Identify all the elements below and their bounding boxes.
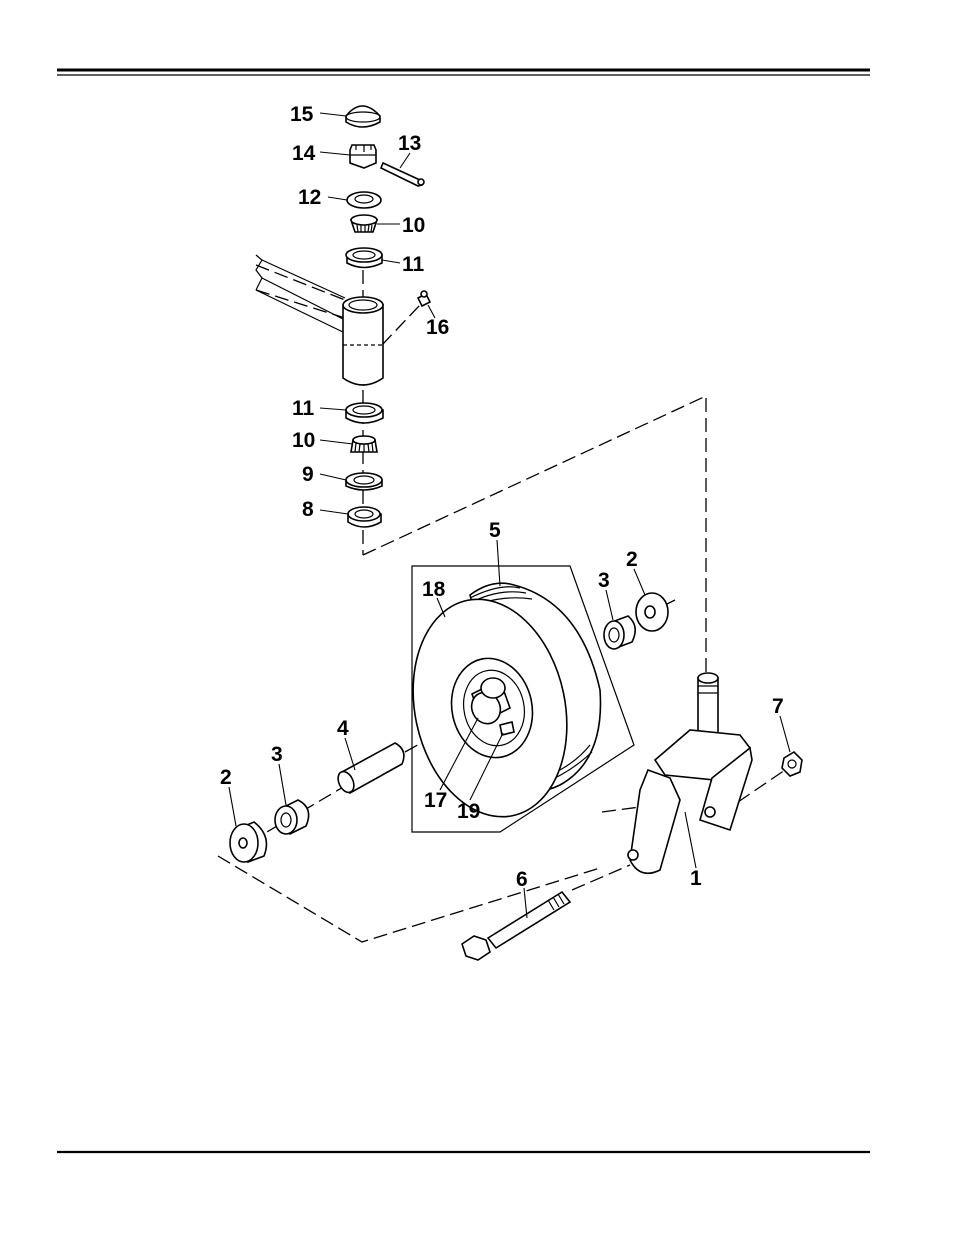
bearing-cup-lower	[346, 403, 383, 423]
callout-10-upper: 10	[402, 214, 425, 237]
callout-11-lower: 11	[292, 397, 315, 420]
spacer-left	[230, 822, 266, 862]
callout-19: 19	[457, 800, 480, 823]
callout-6: 6	[516, 868, 528, 891]
washer-lower	[346, 473, 382, 490]
axle-spacer-tube	[335, 743, 404, 795]
callout-10-lower: 10	[292, 429, 315, 452]
callout-3-right: 3	[598, 569, 610, 592]
spindle-housing	[343, 297, 383, 385]
callout-14: 14	[292, 142, 316, 165]
callout-2-right: 2	[626, 548, 638, 571]
callout-17: 17	[424, 789, 447, 812]
washer-top	[347, 192, 381, 208]
seal	[348, 507, 381, 527]
axle-bolt	[462, 892, 570, 960]
spacer-right	[636, 593, 668, 631]
callout-18: 18	[422, 578, 446, 601]
callout-5: 5	[489, 519, 501, 542]
grease-fitting	[418, 291, 430, 306]
callout-8: 8	[302, 498, 314, 521]
callout-13: 13	[398, 132, 421, 155]
lock-nut	[782, 752, 802, 776]
castle-nut	[350, 145, 376, 168]
bearing-cone-lower	[351, 436, 377, 452]
callout-3-left: 3	[271, 743, 283, 766]
caster-fork	[628, 673, 752, 873]
callout-1: 1	[690, 867, 702, 890]
callout-4: 4	[337, 717, 349, 740]
bearing-cone-upper	[351, 215, 377, 232]
callout-7: 7	[772, 695, 784, 718]
cotter-pin	[381, 163, 424, 186]
callout-12: 12	[298, 186, 321, 209]
callout-16: 16	[426, 316, 449, 339]
wheel-bearing-right	[604, 616, 635, 649]
callout-15: 15	[290, 103, 314, 126]
wheel-bearing-left	[275, 800, 309, 834]
callout-2-left: 2	[220, 766, 232, 789]
bearing-cup-upper	[346, 248, 382, 268]
callout-9: 9	[302, 463, 314, 486]
callout-11-upper: 11	[402, 253, 425, 276]
dust-cap	[346, 106, 380, 127]
header-rule	[57, 70, 870, 75]
